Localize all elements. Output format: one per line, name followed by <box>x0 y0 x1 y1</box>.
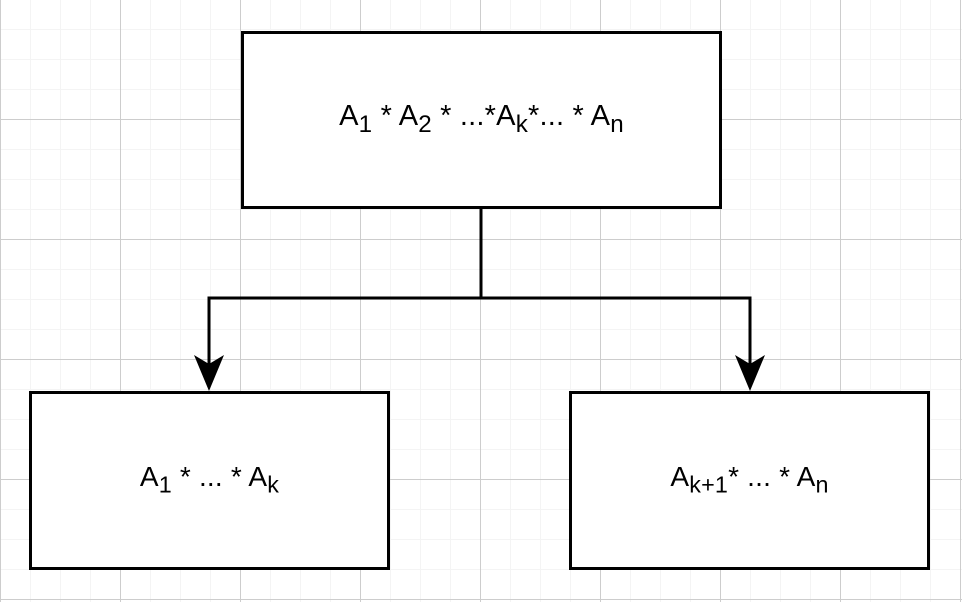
left-seg-2-base: A <box>248 461 268 493</box>
left-seg-2-sub: k <box>267 471 280 498</box>
arrowhead-left-icon <box>194 355 224 391</box>
left-subproduct-label: A1 * ... * Ak <box>139 461 280 498</box>
root-seg-5-base: *... * <box>528 100 591 133</box>
root-seg-4-sub: k <box>515 111 528 139</box>
root-seg-0-sub: 1 <box>358 111 373 139</box>
root-product-label: A1 * A2 * ...*Ak*... * An <box>339 100 624 139</box>
left-seg-0-sub: 1 <box>158 471 172 498</box>
right-seg-1-base: * ... * <box>728 461 797 493</box>
root-seg-6-sub: n <box>610 111 624 139</box>
root-seg-2-base: A <box>398 100 419 133</box>
arrowhead-right-icon <box>735 355 765 391</box>
root-seg-0-base: A <box>339 100 359 133</box>
root-seg-2-sub: 2 <box>418 111 432 139</box>
root-seg-6-base: A <box>590 100 611 133</box>
root-product-node[interactable]: A1 * A2 * ...*Ak*... * An <box>241 31 722 209</box>
right-subproduct-label: Ak+1* ... * An <box>670 461 829 498</box>
root-seg-1-base: * <box>372 100 399 133</box>
right-seg-2-sub: n <box>815 471 829 498</box>
root-seg-3-base: * ...* <box>431 100 497 133</box>
right-seg-0-sub: k+1 <box>689 471 729 498</box>
left-seg-1-base: * ... * <box>171 461 249 493</box>
right-seg-2-base: A <box>796 461 816 493</box>
left-subproduct-node[interactable]: A1 * ... * Ak <box>29 391 390 570</box>
root-seg-4-base: A <box>496 100 516 133</box>
right-seg-0-base: A <box>670 461 690 493</box>
right-subproduct-node[interactable]: Ak+1* ... * An <box>569 391 930 570</box>
left-seg-0-base: A <box>139 461 159 493</box>
